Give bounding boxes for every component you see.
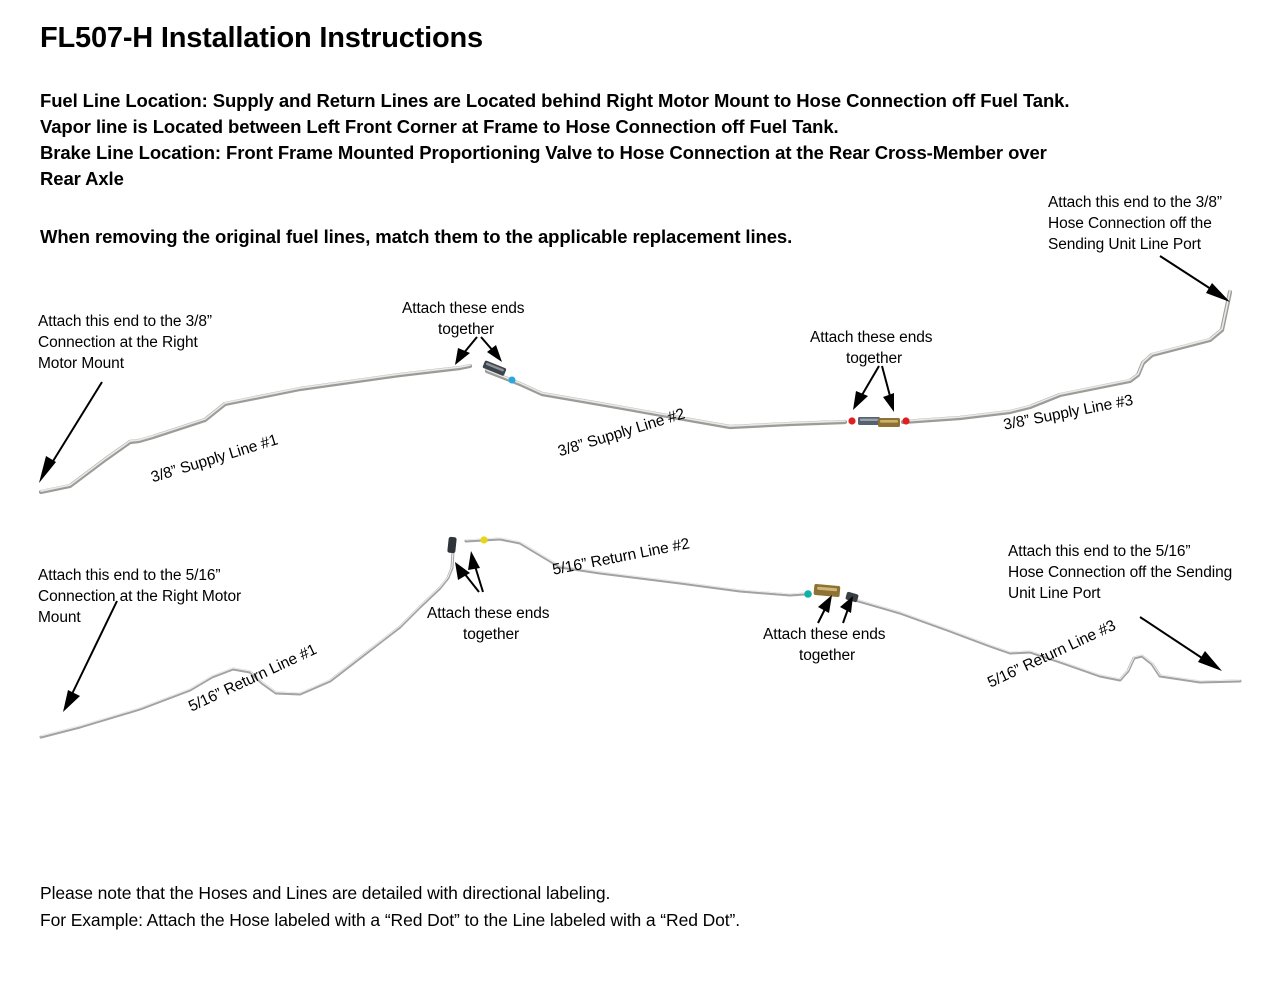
callout-supply-right-line-2: Hose Connection off the (1048, 215, 1212, 232)
callout-supply-joint-2-line-2: together (846, 350, 903, 367)
callout-return-left-line-1: Attach this end to the 5/16” (38, 567, 221, 584)
arrow-supply-joint-2b (881, 365, 894, 412)
arrow-return-joint-1a (455, 562, 480, 593)
fitting-steel-supply-2-right (858, 417, 880, 425)
intro-line-3: Brake Line Location: Front Frame Mounted… (40, 142, 1047, 163)
fitting-brass-supply-3 (878, 418, 900, 427)
callout-return-joint-1-line-2: together (463, 626, 520, 643)
red-dot-marker-supply-2 (848, 417, 856, 425)
callout-return-right: Attach this end to the 5/16” Hose Connec… (1008, 541, 1232, 604)
callout-return-joint-2-line-1: Attach these ends (763, 626, 886, 643)
intro-line-4: Rear Axle (40, 168, 124, 189)
callout-return-left-line-3: Mount (38, 609, 81, 626)
intro-paragraph: Fuel Line Location: Supply and Return Li… (40, 88, 1220, 192)
callout-return-left-line-2: Connection at the Right Motor (38, 588, 242, 605)
arrow-return-joint-1b (468, 551, 484, 593)
intro-line-1: Fuel Line Location: Supply and Return Li… (40, 90, 1070, 111)
callout-return-joint-2-line-2: together (799, 647, 856, 664)
callout-return-right-line-1: Attach this end to the 5/16” (1008, 543, 1191, 560)
arrow-return-left (63, 600, 118, 712)
arrow-supply-left (39, 381, 103, 483)
supply-line-3 (878, 289, 1233, 427)
footer-line-1: Please note that the Hoses and Lines are… (40, 883, 611, 903)
footer-line-2: For Example: Attach the Hose labeled wit… (40, 910, 741, 930)
arrow-return-joint-2a (817, 595, 832, 624)
intro-line-2: Vapor line is Located between Left Front… (40, 116, 839, 137)
callout-supply-right: Attach this end to the 3/8” Hose Connect… (1048, 192, 1222, 255)
callout-supply-right-line-3: Sending Unit Line Port (1048, 236, 1201, 253)
supply-line-1 (38, 363, 473, 495)
callout-return-joint-1-line-1: Attach these ends (427, 605, 550, 622)
callout-return-joint-2: Attach these ends together (763, 624, 885, 666)
yellow-dot-marker (480, 536, 488, 544)
fitting-steel-supply-2 (482, 360, 507, 376)
callout-return-left: Attach this end to the 5/16” Connection … (38, 565, 241, 628)
blue-dot-marker (508, 376, 516, 384)
arrow-supply-joint-2a (853, 365, 880, 410)
emphasis-instruction: When removing the original fuel lines, m… (40, 226, 793, 247)
callout-return-joint-1: Attach these ends together (427, 603, 549, 645)
return-line-2 (464, 536, 841, 598)
footer-note: Please note that the Hoses and Lines are… (40, 880, 740, 934)
arrow-supply-joint-1a (455, 336, 478, 365)
arrow-return-right (1139, 616, 1222, 671)
fitting-brass-return-2 (813, 584, 841, 597)
callout-supply-left-line-3: Motor Mount (38, 355, 124, 372)
callout-supply-joint-2: Attach these ends together (810, 327, 932, 369)
callout-supply-joint-1-line-2: together (438, 321, 495, 338)
callout-supply-left-line-2: Connection at the Right (38, 334, 198, 351)
return-line-1 (39, 536, 457, 739)
callout-return-right-line-3: Unit Line Port (1008, 585, 1101, 602)
teal-dot-marker (804, 590, 812, 598)
page-title: FL507-H Installation Instructions (40, 22, 483, 54)
red-dot-marker-supply-3 (902, 417, 910, 425)
callout-supply-right-line-1: Attach this end to the 3/8” (1048, 194, 1222, 211)
arrow-supply-right (1159, 255, 1230, 302)
callout-supply-joint-1: Attach these ends together (402, 298, 524, 340)
callout-return-right-line-2: Hose Connection off the Sending (1008, 564, 1233, 581)
supply-line-2 (482, 360, 880, 430)
callout-supply-joint-2-line-1: Attach these ends (810, 329, 933, 346)
arrow-return-joint-2b (840, 596, 853, 624)
callout-supply-left-line-1: Attach this end to the 3/8” (38, 313, 212, 330)
fitting-tip-return-1 (447, 536, 457, 554)
callout-supply-left: Attach this end to the 3/8” Connection a… (38, 311, 212, 374)
arrow-supply-joint-1b (480, 336, 502, 362)
callout-supply-joint-1-line-1: Attach these ends (402, 300, 525, 317)
